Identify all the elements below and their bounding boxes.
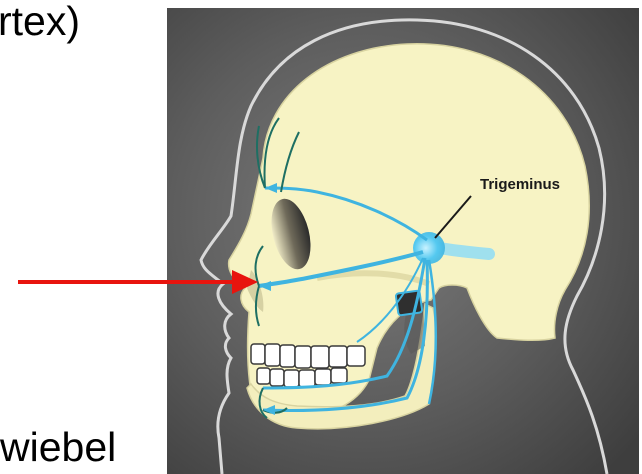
trigeminal-nerve-figure: Trigeminus <box>167 8 639 474</box>
upper-teeth <box>251 344 365 368</box>
partial-heading-text: rtex) <box>0 1 80 42</box>
partial-bullet-text: wiebel <box>0 427 116 468</box>
trigeminus-label: Trigeminus <box>480 177 560 192</box>
pointer-arrow <box>18 266 258 298</box>
trigeminal-ganglion <box>413 232 445 264</box>
